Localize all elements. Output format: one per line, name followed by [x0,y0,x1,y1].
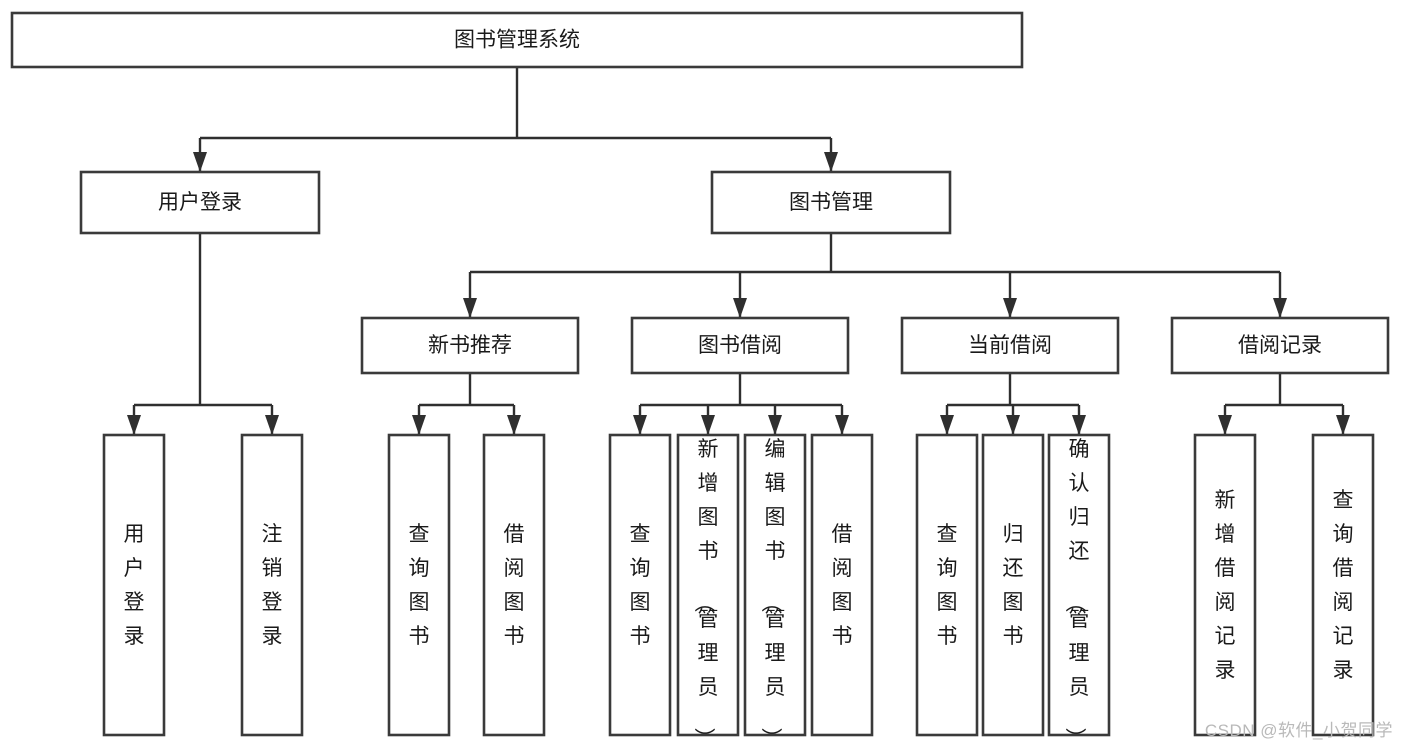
node-box-book_manage[interactable] [710,170,952,235]
node-box-leaf_add_book[interactable] [676,433,740,737]
node-leaf_query_book_1[interactable]: 查询图书 [387,433,451,737]
node-borrow_record[interactable]: 借阅记录 [1170,316,1390,375]
node-leaf_query_record[interactable]: 查询借阅记录 [1311,433,1375,737]
node-box-leaf_query_record[interactable] [1311,433,1375,737]
node-label-leaf_borrow_book_2: 借阅图书 [832,523,853,648]
edges-layer [127,67,1350,435]
arrow-head-icon [265,415,279,435]
node-leaf_edit_book[interactable]: 编辑图书（管理员） [743,433,807,747]
arrow-head-icon [633,415,647,435]
node-current_borrow[interactable]: 当前借阅 [900,316,1120,375]
node-box-leaf_logout[interactable] [240,433,304,737]
node-box-leaf_borrow_book_2[interactable] [810,433,874,737]
arrow-head-icon [1336,415,1350,435]
node-box-leaf_query_book_3[interactable] [915,433,979,737]
node-user_login[interactable]: 用户登录 [79,170,321,235]
node-root[interactable]: 图书管理系统 [10,11,1024,69]
arrow-head-icon [127,415,141,435]
arrow-head-icon [1006,415,1020,435]
node-box-root[interactable] [10,11,1024,69]
node-label-leaf_user_login: 用户登录 [124,523,145,648]
arrow-head-icon [1218,415,1232,435]
node-leaf_query_book_2[interactable]: 查询图书 [608,433,672,737]
arrow-head-icon [824,152,838,172]
node-box-book_borrow[interactable] [630,316,850,375]
node-label-leaf_query_book_1: 查询图书 [409,523,430,648]
node-label-new_book_rec: 新书推荐 [428,334,512,357]
node-label-leaf_confirm_return: 确认归还（管理员） [1064,438,1090,747]
node-label-leaf_query_book_3: 查询图书 [937,523,958,648]
arrow-head-icon [1273,298,1287,318]
node-label-leaf_add_book: 新增图书（管理员） [693,438,719,747]
node-leaf_return_book[interactable]: 归还图书 [981,433,1045,737]
node-box-leaf_query_book_2[interactable] [608,433,672,737]
node-box-user_login[interactable] [79,170,321,235]
arrow-head-icon [412,415,426,435]
node-box-leaf_borrow_book_1[interactable] [482,433,546,737]
arrow-head-icon [768,415,782,435]
arrow-head-icon [701,415,715,435]
node-label-leaf_return_book: 归还图书 [1003,523,1024,648]
node-book_manage[interactable]: 图书管理 [710,170,952,235]
node-label-leaf_edit_book: 编辑图书（管理员） [760,438,786,747]
arrow-head-icon [733,298,747,318]
node-leaf_logout[interactable]: 注销登录 [240,433,304,737]
node-label-current_borrow: 当前借阅 [968,334,1052,357]
node-leaf_borrow_book_2[interactable]: 借阅图书 [810,433,874,737]
node-label-user_login: 用户登录 [158,191,242,214]
node-box-new_book_rec[interactable] [360,316,580,375]
node-box-borrow_record[interactable] [1170,316,1390,375]
node-label-leaf_logout: 注销登录 [262,523,283,648]
node-box-current_borrow[interactable] [900,316,1120,375]
node-box-leaf_query_book_1[interactable] [387,433,451,737]
arrow-head-icon [1072,415,1086,435]
node-label-leaf_borrow_book_1: 借阅图书 [504,523,525,648]
node-book_borrow[interactable]: 图书借阅 [630,316,850,375]
node-leaf_add_book[interactable]: 新增图书（管理员） [676,433,740,747]
node-box-leaf_return_book[interactable] [981,433,1045,737]
node-label-book_manage: 图书管理 [789,191,873,214]
arrow-head-icon [835,415,849,435]
node-label-borrow_record: 借阅记录 [1238,334,1322,357]
node-label-leaf_query_record: 查询借阅记录 [1333,489,1354,682]
node-label-leaf_add_record: 新增借阅记录 [1215,489,1236,682]
node-box-leaf_add_record[interactable] [1193,433,1257,737]
node-leaf_add_record[interactable]: 新增借阅记录 [1193,433,1257,737]
node-box-leaf_confirm_return[interactable] [1047,433,1111,737]
node-leaf_query_book_3[interactable]: 查询图书 [915,433,979,737]
nodes-layer: 图书管理系统用户登录图书管理新书推荐图书借阅当前借阅借阅记录用户登录注销登录查询… [10,11,1390,747]
node-label-book_borrow: 图书借阅 [698,334,782,357]
node-box-leaf_user_login[interactable] [102,433,166,737]
node-new_book_rec[interactable]: 新书推荐 [360,316,580,375]
node-box-leaf_edit_book[interactable] [743,433,807,737]
arrow-head-icon [193,152,207,172]
node-leaf_user_login[interactable]: 用户登录 [102,433,166,737]
node-leaf_borrow_book_1[interactable]: 借阅图书 [482,433,546,737]
arrow-head-icon [507,415,521,435]
node-leaf_confirm_return[interactable]: 确认归还（管理员） [1047,433,1111,747]
arrow-head-icon [940,415,954,435]
node-label-root: 图书管理系统 [454,29,580,52]
node-label-leaf_query_book_2: 查询图书 [630,523,651,648]
arrow-head-icon [1003,298,1017,318]
arrow-head-icon [463,298,477,318]
